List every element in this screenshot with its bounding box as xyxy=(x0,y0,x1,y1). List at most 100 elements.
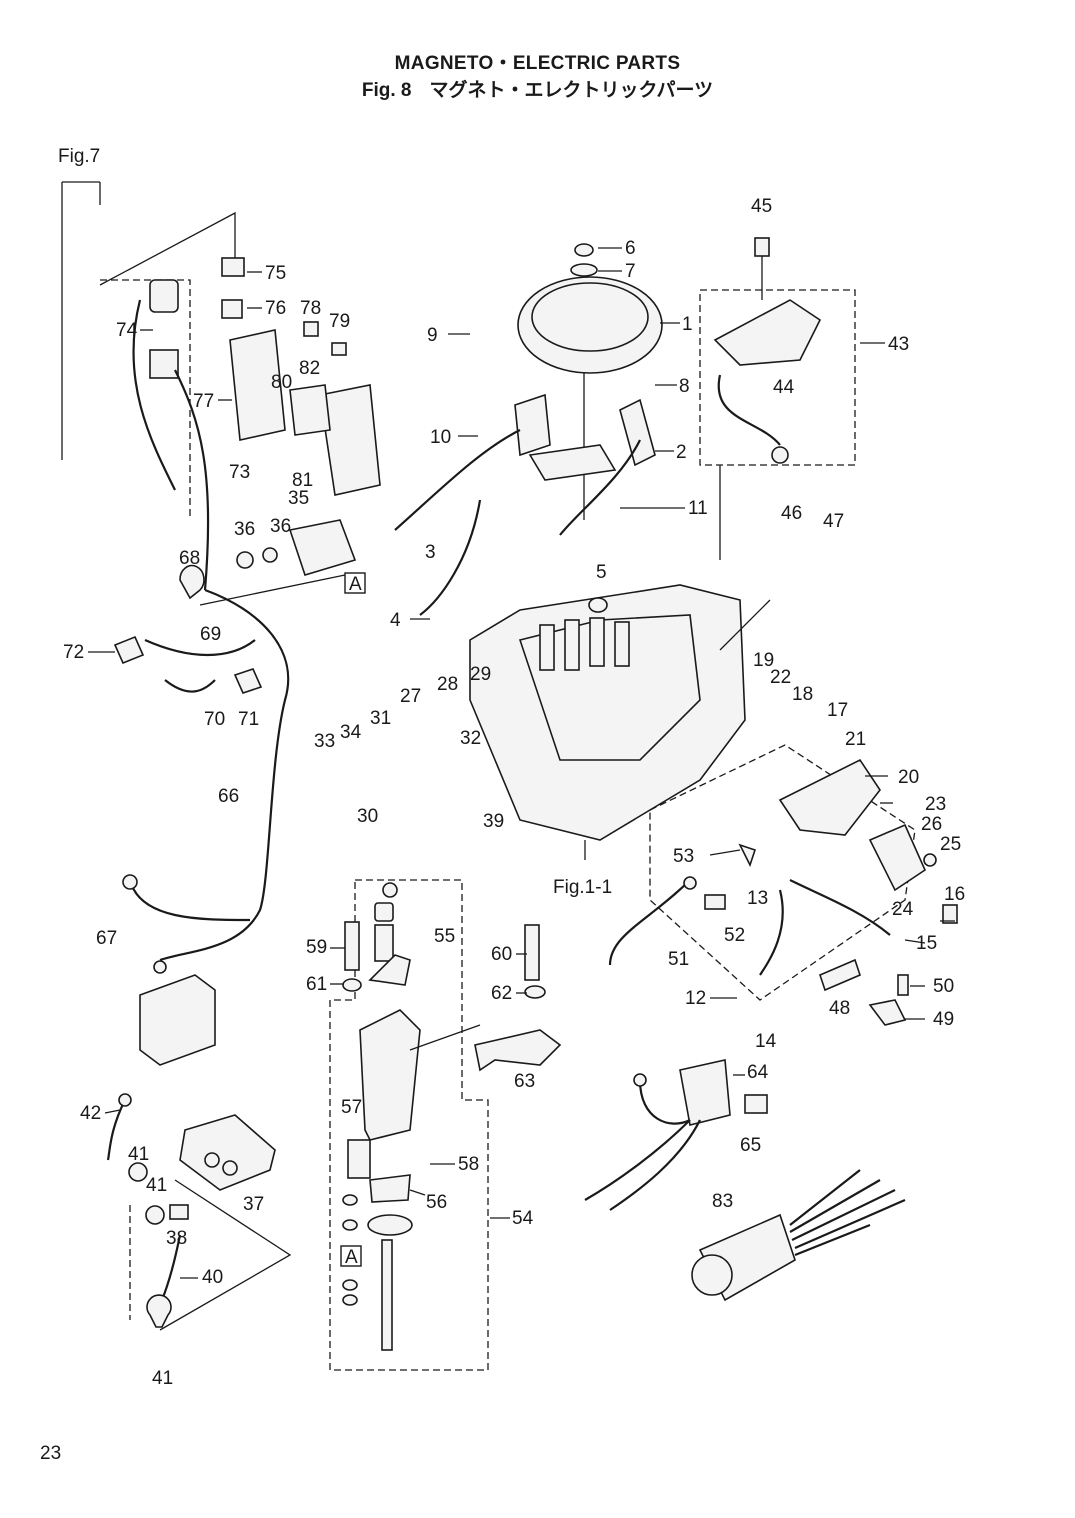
part-number: 53 xyxy=(673,846,694,867)
part-number: 41 xyxy=(152,1368,173,1389)
part-number: 21 xyxy=(845,729,866,750)
part-number: 39 xyxy=(483,811,504,832)
callout-leaders xyxy=(88,247,955,1279)
section-a-box-2 xyxy=(340,1245,362,1267)
part-number: 36 xyxy=(234,519,255,540)
part-number: 12 xyxy=(685,988,706,1009)
fig1-1-label: Fig.1-1 xyxy=(553,877,612,898)
part-number: 76 xyxy=(265,298,286,319)
part-number: 3 xyxy=(425,542,436,563)
part-number: 15 xyxy=(916,933,937,954)
fig7-label: Fig.7 xyxy=(58,146,100,167)
regulator-cluster xyxy=(99,211,381,520)
part-number: 82 xyxy=(299,358,320,379)
part-number: 65 xyxy=(740,1135,761,1156)
part-number: 71 xyxy=(238,709,259,730)
part-number: 74 xyxy=(116,320,138,341)
part-number: 56 xyxy=(426,1192,447,1213)
part-number: 79 xyxy=(329,311,350,332)
part-number: 2 xyxy=(676,442,687,463)
engine-side-wiring xyxy=(608,744,958,1026)
part-number: 5 xyxy=(596,562,607,583)
fuse-block xyxy=(106,1093,292,1331)
part-number: 50 xyxy=(933,976,954,997)
part-number: 58 xyxy=(458,1154,479,1175)
part-number: 4 xyxy=(390,610,401,631)
part-number: 28 xyxy=(437,674,458,695)
ignition-coil-group xyxy=(699,237,856,560)
part-number: 59 xyxy=(306,937,327,958)
engine-block xyxy=(469,584,746,860)
part-number-labels: 1 2 3 4 5 6 7 8 9 10 11 12 13 14 15 16 1… xyxy=(63,196,965,1389)
part-number: 20 xyxy=(898,767,919,788)
part-number: 37 xyxy=(243,1194,264,1215)
part-number: 57 xyxy=(341,1097,362,1118)
part-number: 29 xyxy=(470,664,491,685)
part-number: 42 xyxy=(80,1103,101,1124)
part-number: 26 xyxy=(921,814,942,835)
part-number: 8 xyxy=(679,376,690,397)
page-title: MAGNETO・ELECTRIC PARTS xyxy=(394,53,681,74)
part-number: 13 xyxy=(747,888,768,909)
figure-label: Fig. 8 xyxy=(361,80,412,101)
part-number: 27 xyxy=(400,686,421,707)
part-number: 36 xyxy=(270,516,291,537)
starter-bracket xyxy=(474,924,562,1072)
part-number: 16 xyxy=(944,884,965,905)
part-number: 17 xyxy=(827,700,848,721)
page-number: 23 xyxy=(40,1443,62,1464)
part-number: 1 xyxy=(682,314,693,335)
part-number: 68 xyxy=(179,548,200,569)
part-number: 72 xyxy=(63,642,84,663)
part-number: 52 xyxy=(724,925,745,946)
fig7-reference: Fig.7 xyxy=(58,146,101,460)
part-number: 23 xyxy=(925,794,946,815)
part-number: 35 xyxy=(288,488,309,509)
part-number: 34 xyxy=(340,722,362,743)
part-number: 24 xyxy=(892,899,914,920)
part-number: 44 xyxy=(773,377,795,398)
part-number: 70 xyxy=(204,709,225,730)
stator-coils xyxy=(394,393,656,616)
caps-and-hoses xyxy=(113,564,263,694)
part-number: 83 xyxy=(712,1191,733,1212)
part-number: 45 xyxy=(751,196,772,217)
part-number: 62 xyxy=(491,983,512,1004)
part-number: 41 xyxy=(146,1175,167,1196)
part-number: 63 xyxy=(514,1071,535,1092)
part-number: 77 xyxy=(193,391,214,412)
battery xyxy=(139,974,216,1066)
part-number: 48 xyxy=(829,998,850,1019)
harness-connector xyxy=(691,1169,906,1302)
part-number: 38 xyxy=(166,1228,187,1249)
starter-motor-group: A xyxy=(329,879,489,1371)
part-number: 69 xyxy=(200,624,221,645)
part-number: 9 xyxy=(427,325,438,346)
part-number: 73 xyxy=(229,462,250,483)
part-number: 33 xyxy=(314,731,335,752)
part-number: 43 xyxy=(888,334,909,355)
part-number: 54 xyxy=(512,1208,534,1229)
part-number: 19 xyxy=(753,650,774,671)
part-number: 49 xyxy=(933,1009,954,1030)
part-number: 18 xyxy=(792,684,813,705)
part-number: 66 xyxy=(218,786,239,807)
part-number: 64 xyxy=(747,1062,769,1083)
section-a-label: A xyxy=(349,574,362,595)
part-number: 80 xyxy=(271,372,292,393)
part-number: 67 xyxy=(96,928,117,949)
part-number: 81 xyxy=(292,470,313,491)
part-number: 11 xyxy=(688,498,708,519)
part-number: 32 xyxy=(460,728,481,749)
regulator-64 xyxy=(584,1059,768,1211)
part-number: 61 xyxy=(306,974,327,995)
starter-relay: A xyxy=(199,519,366,606)
part-number: 7 xyxy=(625,261,636,282)
part-number: 30 xyxy=(357,806,378,827)
part-number: 78 xyxy=(300,298,321,319)
section-a-box xyxy=(344,572,366,594)
part-number: 47 xyxy=(823,511,844,532)
part-number: 10 xyxy=(430,427,451,448)
